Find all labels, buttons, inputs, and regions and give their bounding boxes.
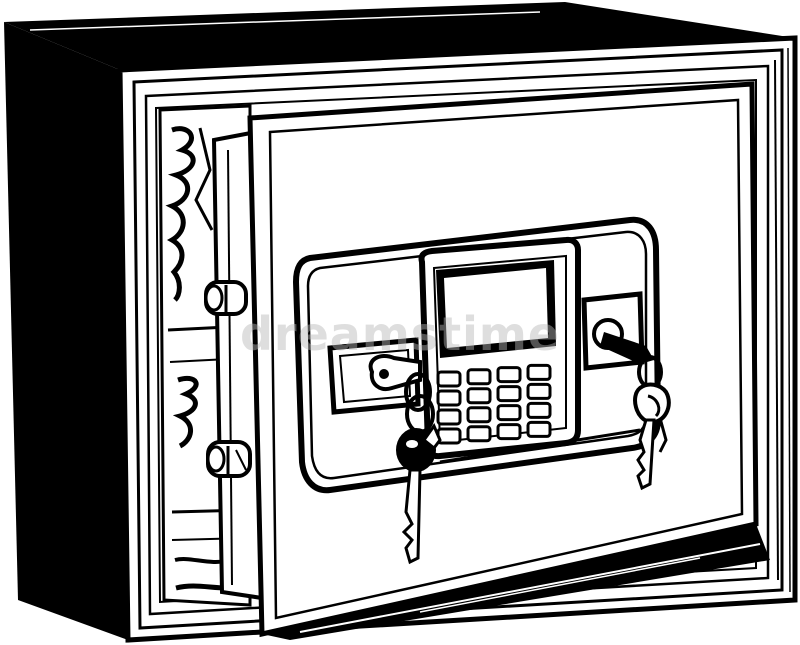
keypad-button xyxy=(466,387,492,405)
watermark-text: dreamstime xyxy=(240,307,560,361)
keypad-button xyxy=(526,420,552,438)
keypad-button xyxy=(526,382,552,400)
keypad-button xyxy=(436,389,462,407)
display-screen xyxy=(436,260,556,358)
keypad-button xyxy=(526,363,552,381)
lower-bolt xyxy=(206,440,252,478)
keypad-button xyxy=(466,368,492,386)
upper-bolt xyxy=(204,280,248,316)
keypad-button xyxy=(496,385,522,403)
keypad-button xyxy=(526,401,552,419)
safe-side-panel xyxy=(4,22,128,640)
keypad-button xyxy=(496,404,522,422)
keypad-button xyxy=(436,370,462,388)
safe-top-panel xyxy=(4,2,795,70)
lock-panel xyxy=(292,216,662,494)
keypad-buttons xyxy=(436,363,552,445)
safe-door xyxy=(247,81,770,640)
left-key-set xyxy=(368,353,442,565)
keypad-button xyxy=(496,423,522,441)
keypad-button xyxy=(436,408,462,426)
keypad-button xyxy=(436,427,462,445)
door-bottom-edge xyxy=(262,524,770,640)
door-hinge xyxy=(204,129,265,601)
keypad-button xyxy=(496,366,522,384)
keypad-button xyxy=(466,425,492,443)
keypad-button xyxy=(466,406,492,424)
right-key-set xyxy=(600,332,671,491)
